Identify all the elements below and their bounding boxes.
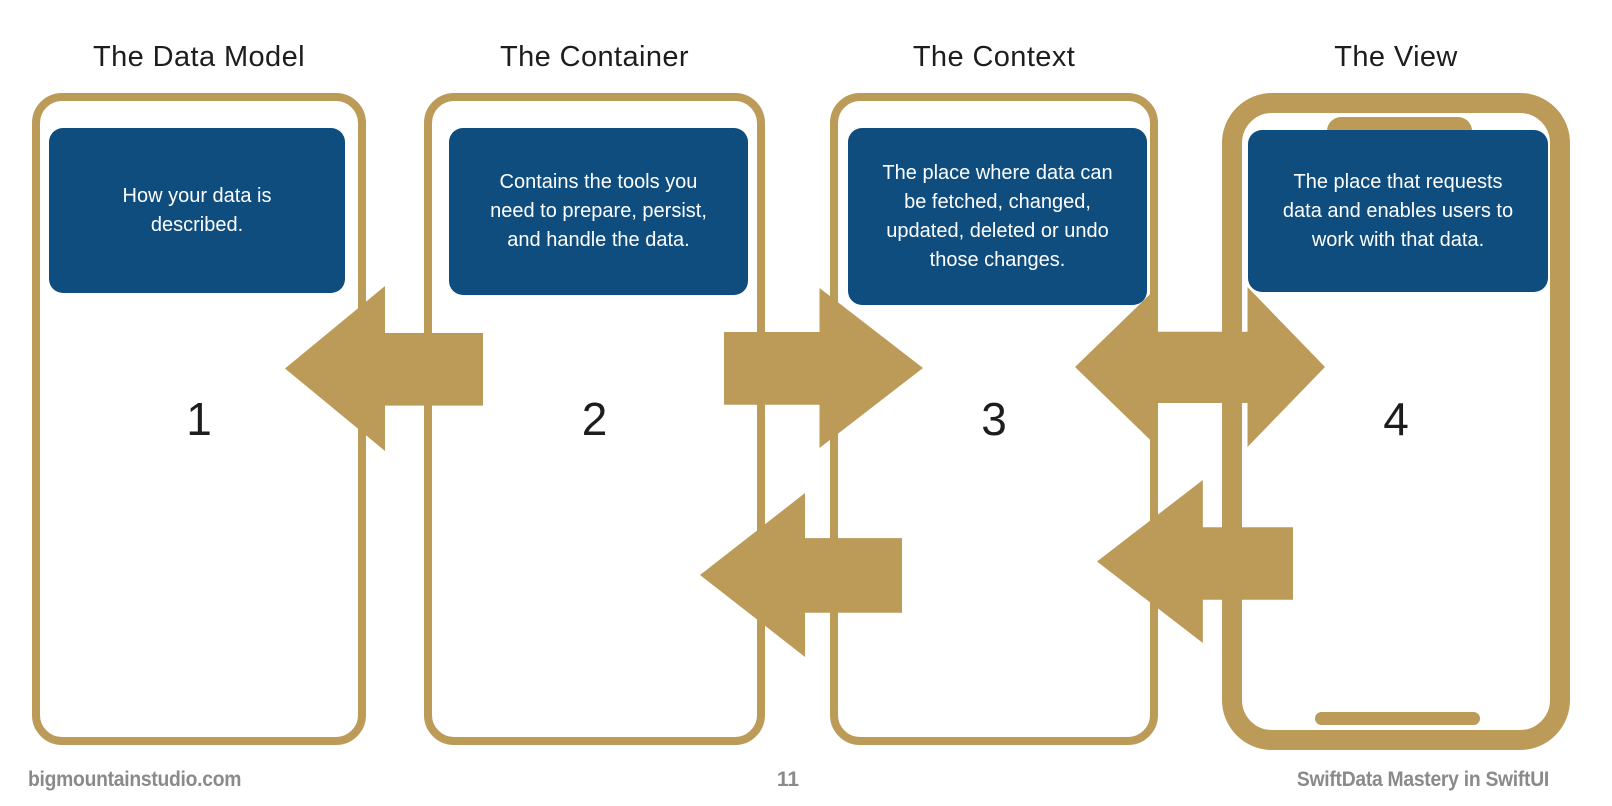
- panel-title-data-model: The Data Model: [93, 41, 305, 73]
- description-box-container: Contains the tools you need to prepare, …: [449, 128, 748, 295]
- description-box-view: The place that requests data and enables…: [1248, 130, 1548, 292]
- description-box-context: The place where data can be fetched, cha…: [848, 128, 1147, 305]
- panel-title-container: The Container: [500, 41, 689, 73]
- step-number-3: 3: [981, 393, 1007, 445]
- panel-data-model: The Data Model How your data is describe…: [32, 0, 366, 806]
- panel-title-context: The Context: [912, 41, 1076, 73]
- step-number-4: 4: [1383, 393, 1409, 445]
- step-number-1: 1: [186, 393, 212, 445]
- panel-title-view: The View: [1334, 41, 1458, 73]
- panel-context: The Context The place where data can be …: [830, 0, 1158, 806]
- footer-book-title: SwiftData Mastery in SwiftUI: [1296, 768, 1549, 791]
- description-box-data-model: How your data is described.: [49, 128, 345, 293]
- phone-home-indicator-icon: [1315, 712, 1480, 725]
- step-number-2: 2: [581, 393, 608, 445]
- footer-page-number: 11: [776, 768, 800, 791]
- panel-container: The Container Contains the tools you nee…: [424, 0, 765, 806]
- panel-view: The View The place that requests data an…: [1222, 0, 1570, 806]
- panel-frame-container: [424, 93, 765, 745]
- footer-website: bigmountainstudio.com: [28, 768, 242, 791]
